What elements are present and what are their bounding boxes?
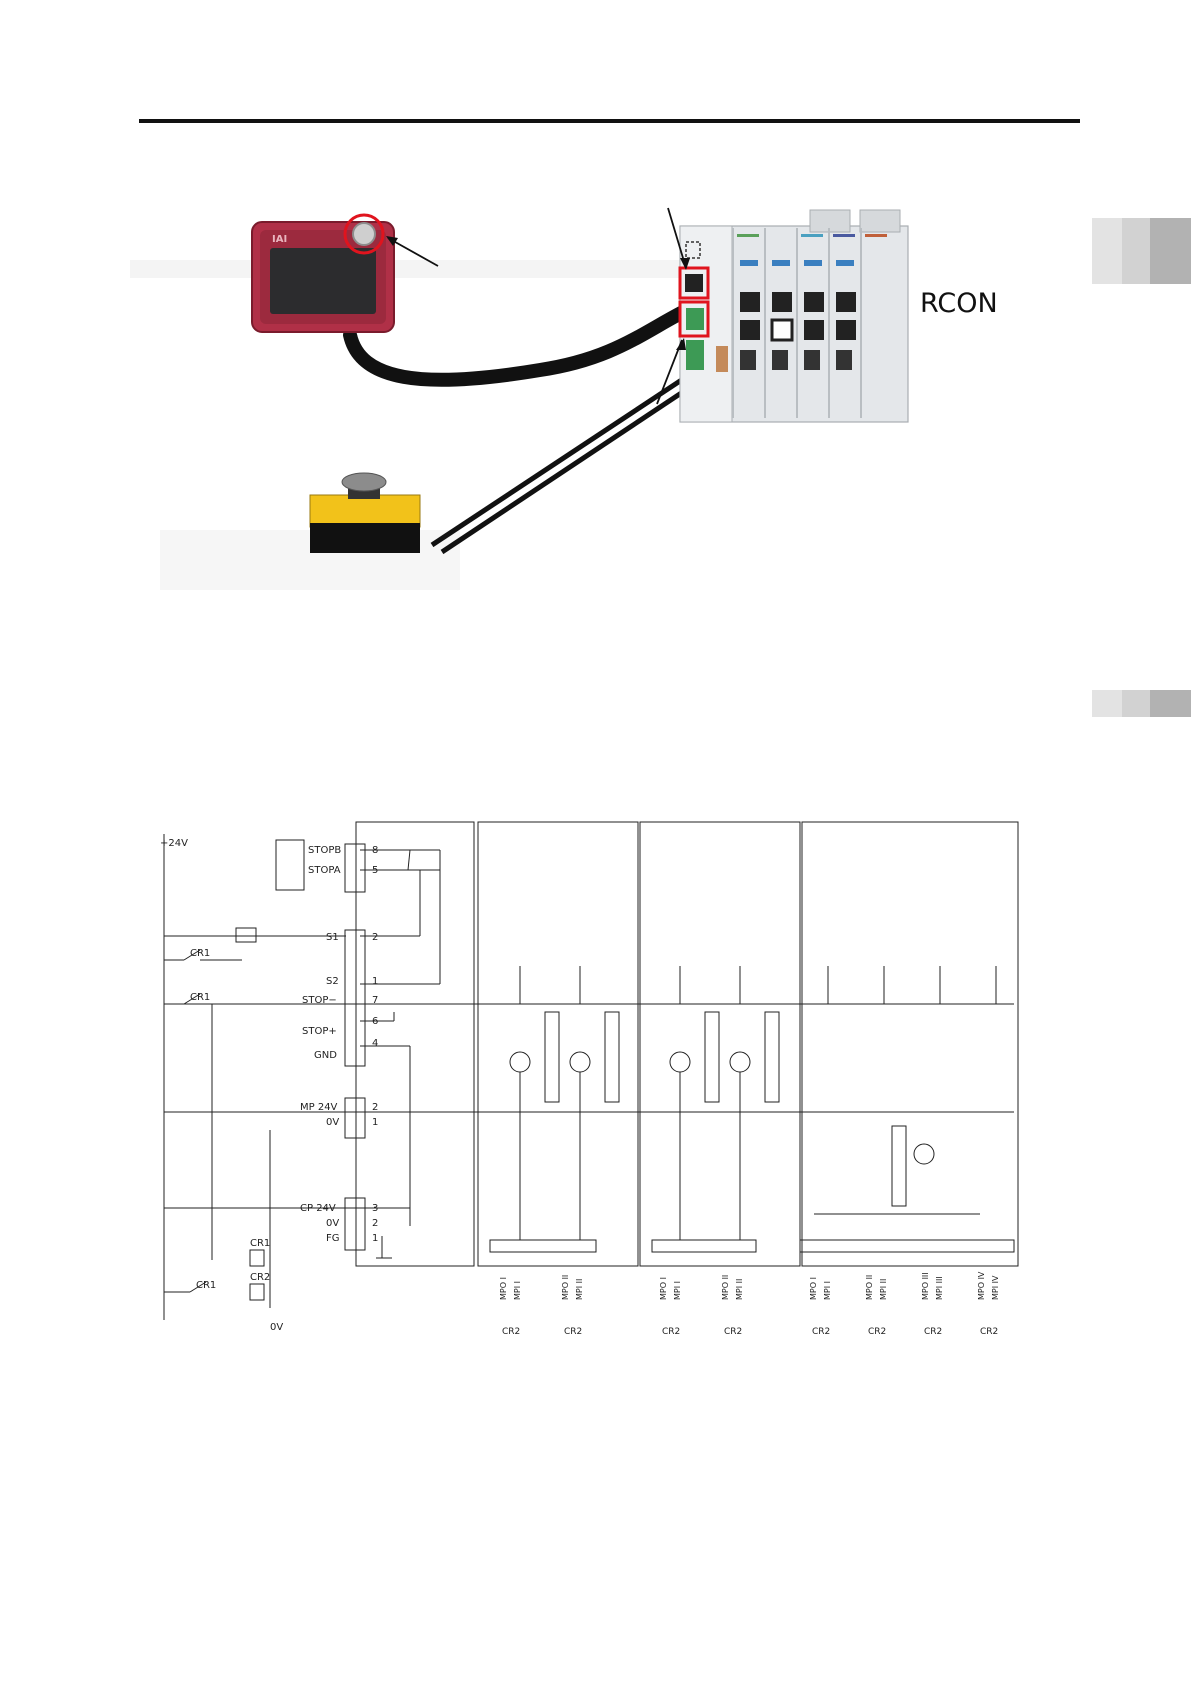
label-cp-24v: CP 24V (300, 1203, 336, 1214)
label-stopa: STOPA (308, 865, 341, 876)
cr1-label-1: CR1 (190, 948, 210, 959)
connection-figure: IAI (120, 190, 1090, 610)
cr2-output-label-2: CR2 (564, 1327, 582, 1337)
term-block-mp (345, 1098, 365, 1138)
mpi-label-4: MPI II (735, 1279, 744, 1300)
mpi-label-8: MPI IV (991, 1275, 1000, 1300)
cr1-coil-label: CR1 (250, 1238, 270, 1249)
tp-connector (685, 274, 703, 292)
pin-cp-3: 3 (372, 1203, 378, 1214)
cr2-output-label-4: CR2 (724, 1327, 742, 1337)
pin-2: 2 (372, 932, 378, 943)
cr2-output-label-5: CR2 (812, 1327, 830, 1337)
output-block-3 (800, 1240, 1014, 1252)
cr2-coil-label: CR2 (250, 1272, 270, 1283)
mpi-label-3: MPI I (673, 1281, 682, 1300)
driver-unit-1-frame (478, 822, 638, 1266)
cr1-label-3: CR1 (196, 1280, 216, 1291)
mpo-label-4: MPO II (721, 1275, 730, 1300)
label-s2: S2 (326, 976, 339, 987)
output-block-1 (490, 1240, 596, 1252)
driver-unit-1-circuit (510, 966, 619, 1240)
mpo-label-3: MPO I (659, 1277, 668, 1300)
pin-mp-2: 2 (372, 1102, 378, 1113)
cr2-output-label-7: CR2 (924, 1327, 942, 1337)
mpi-label-6: MPI II (879, 1279, 888, 1300)
cr2-output-label-8: CR2 (980, 1327, 998, 1337)
mpi-label-7: MPI III (935, 1276, 944, 1300)
mpo-label-8: MPO IV (977, 1271, 986, 1300)
label-s1: S1 (326, 932, 339, 943)
chapter-tab-1 (1092, 218, 1191, 284)
pin-cp-2: 2 (372, 1218, 378, 1229)
pin-1: 1 (372, 976, 378, 987)
mpi-label-2: MPI II (575, 1279, 584, 1300)
label-mp-24v: MP 24V (300, 1102, 338, 1113)
driver-unit-2-frame (640, 822, 800, 1266)
rail-0v-label: 0V (270, 1322, 283, 1333)
label-stop-plus: STOP+ (302, 1026, 337, 1037)
term-block-stop (345, 844, 365, 892)
label-mp-0v: 0V (326, 1117, 339, 1128)
estop-switch-box (276, 840, 304, 890)
pin-mp-1: 1 (372, 1117, 378, 1128)
wiring-schematic: +24V STOPB STOPA S1 S2 STOP− STOP+ GND M… (150, 800, 1030, 1360)
label-fg: FG (326, 1233, 340, 1244)
chapter-tab-2 (1092, 690, 1191, 717)
term-block-cp (345, 1198, 365, 1250)
pin-cp-1: 1 (372, 1233, 378, 1244)
pin-4: 4 (372, 1038, 378, 1049)
rcon-controller (680, 210, 908, 422)
cr2-output-label-6: CR2 (868, 1327, 886, 1337)
teach-pendant: IAI (252, 215, 394, 332)
mpi-label-1: MPI I (513, 1281, 522, 1300)
mpo-label-2: MPO II (561, 1275, 570, 1300)
label-gnd: GND (314, 1050, 337, 1061)
emergency-stop-switch (310, 473, 420, 553)
cr2-output-label-3: CR2 (662, 1327, 680, 1337)
wire-stop-jumper (408, 850, 410, 870)
driver-unit-2-circuit (670, 966, 779, 1240)
rail-24v-label: +24V (160, 838, 188, 849)
driver-unit-3-frame (802, 822, 1018, 1266)
mpo-label-7: MPO III (921, 1272, 930, 1300)
mpo-label-5: MPO I (809, 1277, 818, 1300)
cr2-output-label-1: CR2 (502, 1327, 520, 1337)
photo-backdrop-shadow (130, 260, 730, 278)
cr2-coil (250, 1284, 264, 1300)
label-cp-0v: 0V (326, 1218, 339, 1229)
pin-7: 7 (372, 995, 378, 1006)
output-block-2 (652, 1240, 756, 1252)
enable-switch-symbol (236, 928, 256, 942)
pendant-stop-button (353, 223, 375, 245)
mpo-label-6: MPO II (865, 1275, 874, 1300)
mpo-label-1: MPO I (499, 1277, 508, 1300)
output-connectors: MPO I MPI I CR2 MPO II MPI II CR2 MPO I MPI I CR… (490, 1240, 1014, 1337)
controller-label: RCON (920, 288, 998, 319)
cr1-coil (250, 1250, 264, 1266)
pendant-logo: IAI (272, 234, 287, 245)
mpi-label-5: MPI I (823, 1281, 832, 1300)
label-stopb: STOPB (308, 845, 341, 856)
cr1-label-2: CR1 (190, 992, 210, 1003)
header-rule (139, 119, 1080, 123)
driver-unit-3-circuit (814, 966, 996, 1214)
label-stop-minus: STOP− (302, 995, 337, 1006)
system-io-connector (686, 308, 704, 330)
pendant-screen (270, 248, 376, 314)
